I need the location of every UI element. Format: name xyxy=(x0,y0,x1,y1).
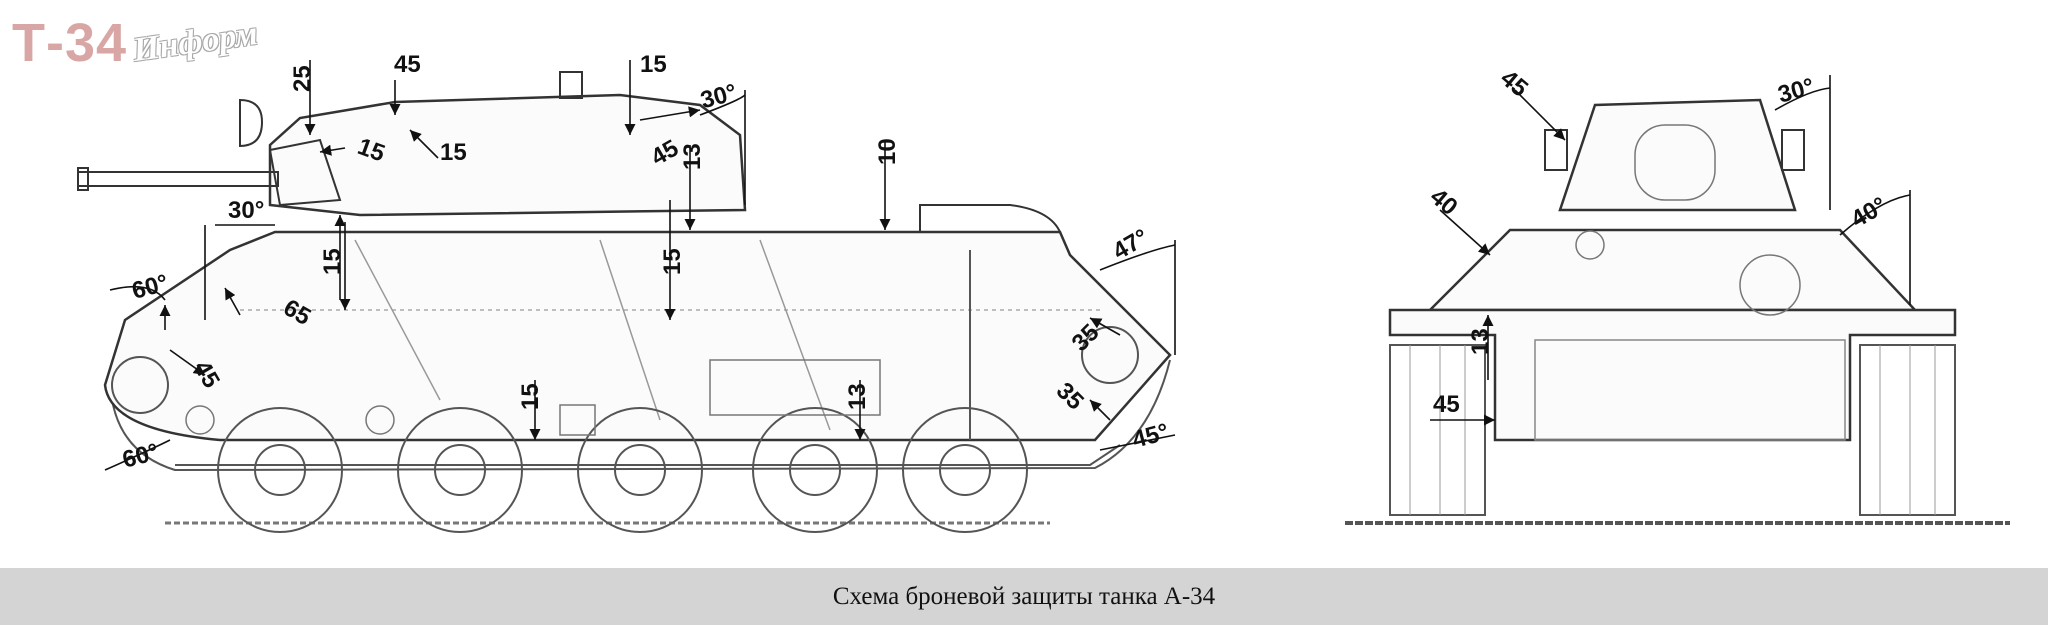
side-view xyxy=(77,71,1172,533)
dim-15-side-upper: 15 xyxy=(319,248,346,275)
dim-15-turret-top: 15 xyxy=(640,51,667,78)
dim-30-hull-front: 30° xyxy=(228,197,264,224)
dim-47-rear-angle: 47° xyxy=(1108,224,1153,266)
logo-main: Т-34 xyxy=(12,13,128,73)
diagram-stage: Т-34 Информ xyxy=(12,13,2010,533)
dim-13-turret-base: 13 xyxy=(679,143,706,170)
front-dimension-lines xyxy=(1430,75,1911,426)
dim-60-lower-front-angle: 60° xyxy=(120,438,162,473)
dim-15-turret-front: 15 xyxy=(440,139,467,166)
armor-scheme-drawing: 25 45 15 15 15 45 30° 13 10 30° 15 15 47… xyxy=(77,51,2010,533)
caption-bar: Схема броневой защиты танка А-34 xyxy=(0,568,2048,625)
dim-10-roof: 10 xyxy=(874,138,901,165)
dim-45-rear-lower-angle: 45° xyxy=(1130,418,1172,453)
dim-25: 25 xyxy=(289,65,316,92)
dim-45-turret-roof: 45 xyxy=(394,51,421,78)
dim-30-turret-angle: 30° xyxy=(698,79,740,114)
dim-30-front-turret-angle: 30° xyxy=(1775,73,1817,108)
dim-13-front-side: 13 xyxy=(1467,328,1494,355)
dim-13-side-lower: 13 xyxy=(844,383,871,410)
dim-40-front-hull-angle: 40° xyxy=(1847,192,1892,234)
dim-45-front-turret: 45 xyxy=(1495,65,1533,103)
side-dimension-lines xyxy=(104,60,1176,471)
diagram-caption: Схема броневой защиты танка А-34 xyxy=(832,582,1216,610)
dim-45-front-lower: 45 xyxy=(1433,391,1460,418)
dim-40-front-hull: 40 xyxy=(1425,183,1463,221)
dim-15-side-mid: 15 xyxy=(659,248,686,275)
front-view xyxy=(1345,98,2010,525)
dim-15-side-lower: 15 xyxy=(517,383,544,410)
